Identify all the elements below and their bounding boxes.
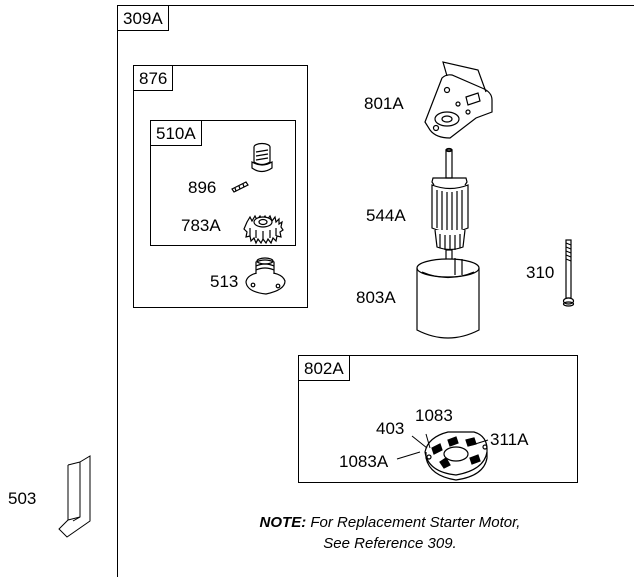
- part-label-896: 896: [188, 178, 217, 197]
- gear-783a-drawing: [243, 214, 284, 245]
- part-label-544a: 544A: [366, 206, 406, 225]
- part-label-311a: 311A: [490, 430, 529, 449]
- brush-plate-802a-box: [298, 355, 578, 483]
- pin-896-drawing: [231, 181, 249, 193]
- brush-plate-drawing: [424, 431, 488, 481]
- note-line-2: See Reference 309.: [323, 535, 457, 552]
- assembly-frame-left-edge: [117, 5, 118, 577]
- part-label-1083a: 1083A: [339, 452, 389, 471]
- drive-510a-tag: 510A: [150, 120, 202, 146]
- brush-plate-802a-tag: 802A: [298, 355, 350, 381]
- drive-clutch-drawing: [251, 142, 273, 173]
- kit-876-box: [133, 65, 308, 308]
- part-label-513: 513: [210, 272, 239, 291]
- note-label: NOTE:: [259, 514, 307, 531]
- leader-lines: [396, 433, 489, 460]
- part-label-310: 310: [526, 263, 555, 282]
- kit-876-tag: 876: [133, 65, 174, 91]
- housing-513-drawing: [245, 257, 286, 295]
- assembly-309a-tag: 309A: [117, 5, 169, 31]
- part-label-1083: 1083: [415, 406, 453, 425]
- part-label-403: 403: [376, 419, 405, 438]
- part-label-503: 503: [8, 489, 37, 508]
- end-cap-801a-drawing: [424, 61, 493, 139]
- note-line-1: For Replacement Starter Motor,: [310, 514, 521, 531]
- bracket-503-drawing: [58, 455, 91, 538]
- drive-510a-box: [150, 120, 296, 246]
- armature-544a-drawing: [431, 147, 469, 263]
- bolt-310-drawing: [562, 239, 575, 307]
- part-label-803a: 803A: [356, 288, 396, 307]
- housing-803a-drawing: [416, 258, 480, 339]
- part-label-783a: 783A: [181, 216, 221, 235]
- assembly-frame-top-edge: [117, 5, 634, 6]
- part-label-801a: 801A: [364, 94, 404, 113]
- replacement-note: NOTE: For Replacement Starter Motor, See…: [200, 512, 580, 554]
